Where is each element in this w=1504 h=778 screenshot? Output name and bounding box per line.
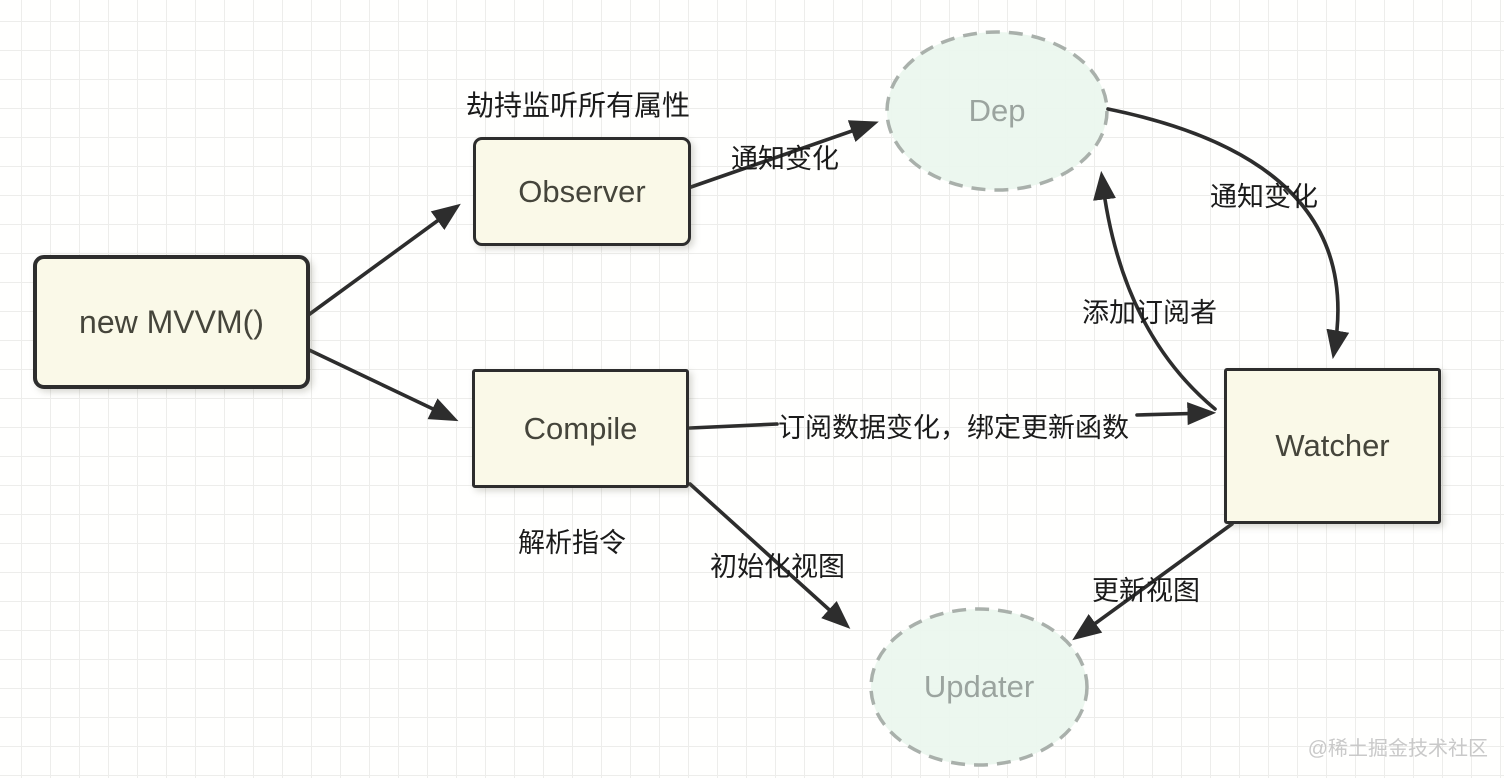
label-parse-directives: 解析指令 [518,528,626,558]
node-dep-label: Dep [968,93,1026,128]
node-observer: Observer [473,137,691,246]
node-observer-label: Observer [518,173,646,209]
node-compile: Compile [472,369,689,488]
edge-compile-watcher-arrow [1135,402,1217,426]
node-new-mvvm: new MVVM() [33,255,310,389]
label-hijack-listen-all-props: 劫持监听所有属性 [466,90,691,121]
edge-mvvm-compile [305,347,459,422]
node-watcher: Watcher [1224,368,1441,524]
node-compile-label: Compile [523,410,638,446]
label-init-view: 初始化视图 [710,552,845,582]
edge-dep-watcher-notify [1106,107,1350,360]
label-notify-change-observer-dep: 通知变化 [731,144,839,174]
node-new-mvvm-label: new MVVM() [79,303,264,340]
edge-compile-watcher-segment [688,422,779,430]
node-updater-label: Updater [923,669,1035,704]
label-update-view: 更新视图 [1092,576,1200,606]
label-add-subscriber: 添加订阅者 [1082,298,1217,328]
edge-mvvm-observer [305,203,461,318]
node-dep-ellipse [885,30,1109,192]
label-subscribe-data-bind-update: 订阅数据变化，绑定更新函数 [778,413,1129,443]
edge-watcher-dep-addsubscriber [1093,170,1217,411]
edge-compile-updater [688,482,851,629]
edge-watcher-updater [1072,522,1234,641]
label-notify-change-dep-watcher: 通知变化 [1210,182,1318,212]
node-updater-ellipse [869,607,1089,767]
node-watcher-label: Watcher [1275,428,1390,463]
edge-observer-dep [689,120,879,189]
watermark-juejin-community: @稀土掘金技术社区 [1307,738,1488,760]
